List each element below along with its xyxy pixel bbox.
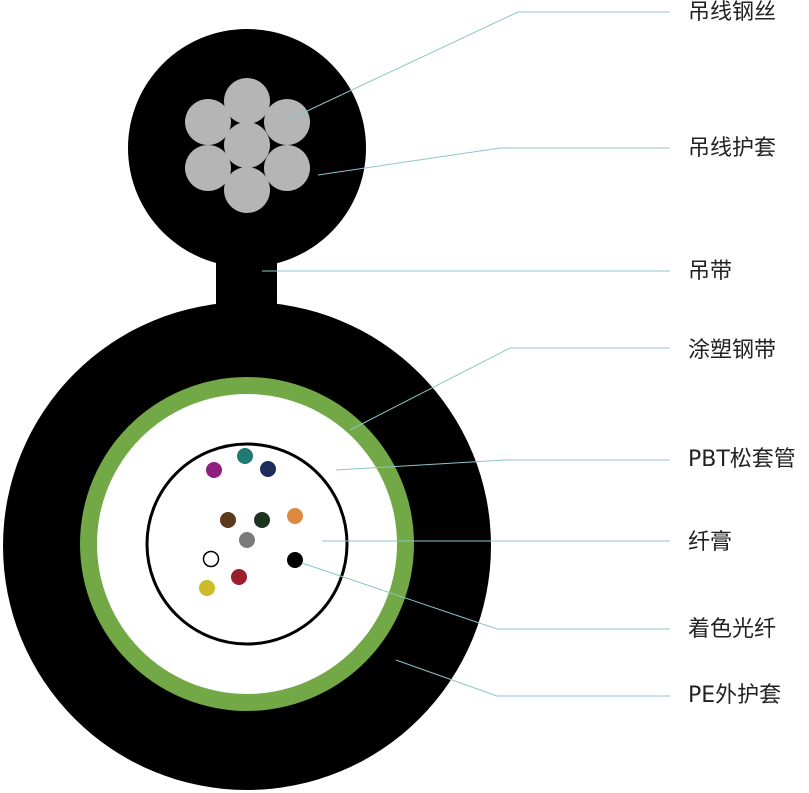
- strap: [216, 250, 277, 312]
- fiber: [237, 448, 253, 464]
- leader-line-pbt-tube: [335, 459, 670, 471]
- label-strap: 吊带: [688, 259, 733, 284]
- steel-wire: [224, 122, 270, 168]
- steel-wire: [185, 145, 231, 191]
- leader-line-steel-tape: [349, 347, 670, 431]
- fiber: [254, 512, 270, 528]
- steel-wire: [264, 99, 310, 145]
- steel-wire: [224, 78, 270, 124]
- fiber: [199, 580, 215, 596]
- fiber: [239, 532, 255, 548]
- fiber: [220, 512, 236, 528]
- label-pbt-tube: PBT松套管: [688, 447, 796, 472]
- label-coated-steel-tape: 涂塑钢带: [688, 338, 777, 363]
- fiber: [260, 461, 276, 477]
- messenger-steel-wires: [185, 78, 310, 213]
- leader-line-messenger-sheath: [317, 147, 670, 176]
- leader-line-messenger-wire: [289, 11, 670, 120]
- leader-lines: [262, 11, 670, 697]
- fiber: [202, 550, 220, 568]
- label-colored-fibers: 着色光纤: [688, 617, 777, 642]
- steel-wire: [264, 145, 310, 191]
- label-messenger-wire: 吊线钢丝: [688, 0, 777, 25]
- steel-wire: [185, 99, 231, 145]
- label-pe-outer-sheath: PE外护套: [688, 683, 782, 708]
- fiber: [287, 508, 303, 524]
- label-messenger-sheath: 吊线护套: [688, 136, 777, 161]
- colored-fibers: [199, 448, 303, 596]
- steel-wire: [224, 167, 270, 213]
- fiber: [206, 462, 222, 478]
- leader-line-colored-fiber: [301, 562, 670, 630]
- label-filling-gel: 纤膏: [688, 530, 733, 555]
- fiber: [231, 569, 247, 585]
- leader-line-outer-sheath: [395, 659, 670, 697]
- fiber: [287, 552, 303, 568]
